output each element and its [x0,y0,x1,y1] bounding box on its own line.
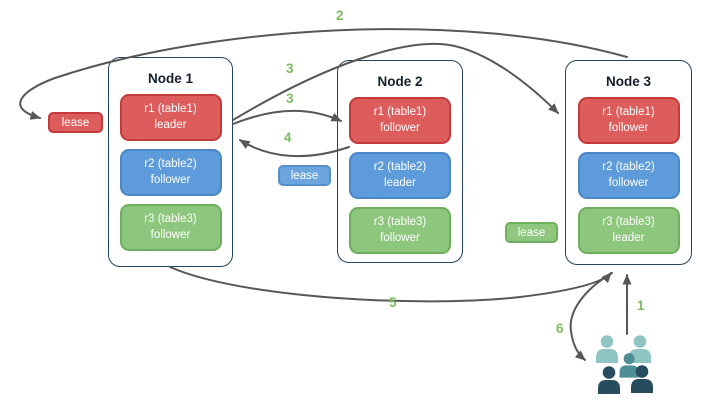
person-front-left [598,366,620,394]
step-label-2: 2 [336,8,344,23]
replica-name: r2 (table2) [373,161,427,174]
replica-role: follower [608,121,649,134]
replica-name: r2 (table2) [144,158,197,171]
replica-role: follower [150,173,191,186]
replica-role: follower [608,176,649,189]
replica-name: r1 (table1) [373,106,427,119]
lease-badge-blue: lease [278,165,331,186]
step-label-5: 5 [389,295,397,310]
step-label-6: 6 [556,321,564,336]
node3-replica-r3: r3 (table3) leader [577,207,680,254]
replica-name: r1 (table1) [602,106,655,119]
replica-role: follower [150,228,191,241]
lease-badge-green: lease [505,222,558,243]
replica-name: r3 (table3) [144,213,197,226]
node1-replica-r1: r1 (table1) leader [119,94,222,141]
node3-replica-r1: r1 (table1) follower [577,97,680,144]
node2-replica-r3: r3 (table3) follower [349,207,451,254]
users-group-icon [596,335,653,394]
node-1: Node 1 r1 (table1) leader r2 (table2) fo… [108,57,233,267]
arrow-4-node2-to-node1 [239,139,350,158]
node2-replica-r2: r2 (table2) leader [349,152,451,199]
node1-replica-r2: r2 (table2) follower [119,149,222,196]
node2-replica-r1: r1 (table1) follower [349,97,451,144]
node1-replica-r3: r3 (table3) follower [119,204,222,251]
step-label-3a: 3 [286,61,294,76]
step-label-4: 4 [284,130,292,145]
node-1-title: Node 1 [147,71,193,86]
replica-role: follower [380,121,420,134]
person-back-left [596,335,618,363]
step-label-3b: 3 [286,91,294,106]
node3-replica-r2: r2 (table2) follower [577,152,680,199]
replica-name: r2 (table2) [602,161,655,174]
arrow-3-node1-to-node2 [232,109,342,125]
replica-name: r3 (table3) [373,216,427,229]
replica-name: r1 (table1) [144,103,197,116]
replica-role: leader [384,176,416,189]
node-2: Node 2 r1 (table1) follower r2 (table2) … [337,60,463,263]
lease-badge-red: lease [48,112,103,133]
replica-role: follower [380,231,420,244]
replica-role: leader [612,231,645,244]
replica-name: r3 (table3) [602,216,655,229]
node-2-title: Node 2 [377,74,423,89]
replica-role: leader [154,118,187,131]
node-3: Node 3 r1 (table1) follower r2 (table2) … [565,60,692,265]
node-3-title: Node 3 [605,74,651,89]
person-center [619,353,639,378]
step-label-1: 1 [637,298,645,313]
